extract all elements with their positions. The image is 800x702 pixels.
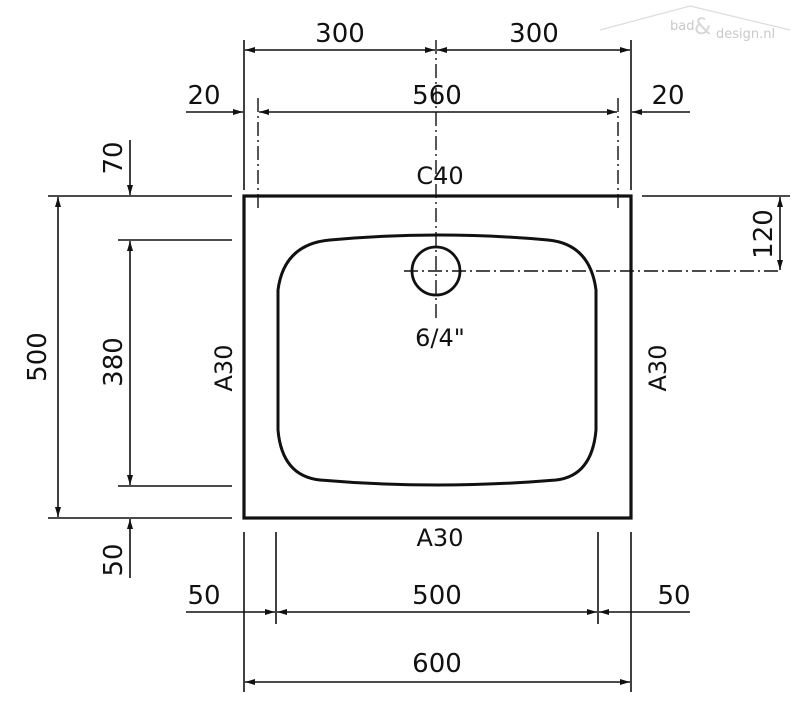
watermark-right: design.nl — [716, 27, 775, 42]
label-right-edge: A30 — [644, 345, 672, 392]
dim-bottom-right-margin: 50 — [657, 581, 690, 611]
dim-total-width: 600 — [412, 649, 462, 679]
watermark-amp: & — [694, 15, 711, 40]
dim-top-right-half: 300 — [509, 19, 559, 49]
bowl-outline — [276, 233, 598, 487]
dim-bottom-offset: 50 — [99, 543, 129, 576]
dim-left-margin-top: 20 — [187, 81, 220, 111]
dim-bowl-depth: 380 — [99, 337, 129, 387]
label-left-edge: A30 — [210, 345, 238, 392]
dim-total-depth: 500 — [23, 332, 53, 382]
dim-top-offset: 70 — [99, 141, 129, 174]
watermark-left: bad — [670, 19, 694, 34]
dim-drain-offset: 120 — [749, 209, 779, 259]
watermark-logo: bad & design.nl — [599, 5, 791, 42]
dim-top-left-half: 300 — [315, 19, 365, 49]
label-top-edge: C40 — [416, 162, 463, 190]
label-drain-size: 6/4" — [415, 324, 465, 352]
label-bottom-edge: A30 — [417, 524, 464, 552]
dim-bottom-left-margin: 50 — [187, 581, 220, 611]
dim-inner-width: 560 — [412, 81, 462, 111]
dim-bowl-width: 500 — [412, 581, 462, 611]
dim-right-margin-top: 20 — [651, 81, 684, 111]
sink-outline — [242, 194, 633, 520]
